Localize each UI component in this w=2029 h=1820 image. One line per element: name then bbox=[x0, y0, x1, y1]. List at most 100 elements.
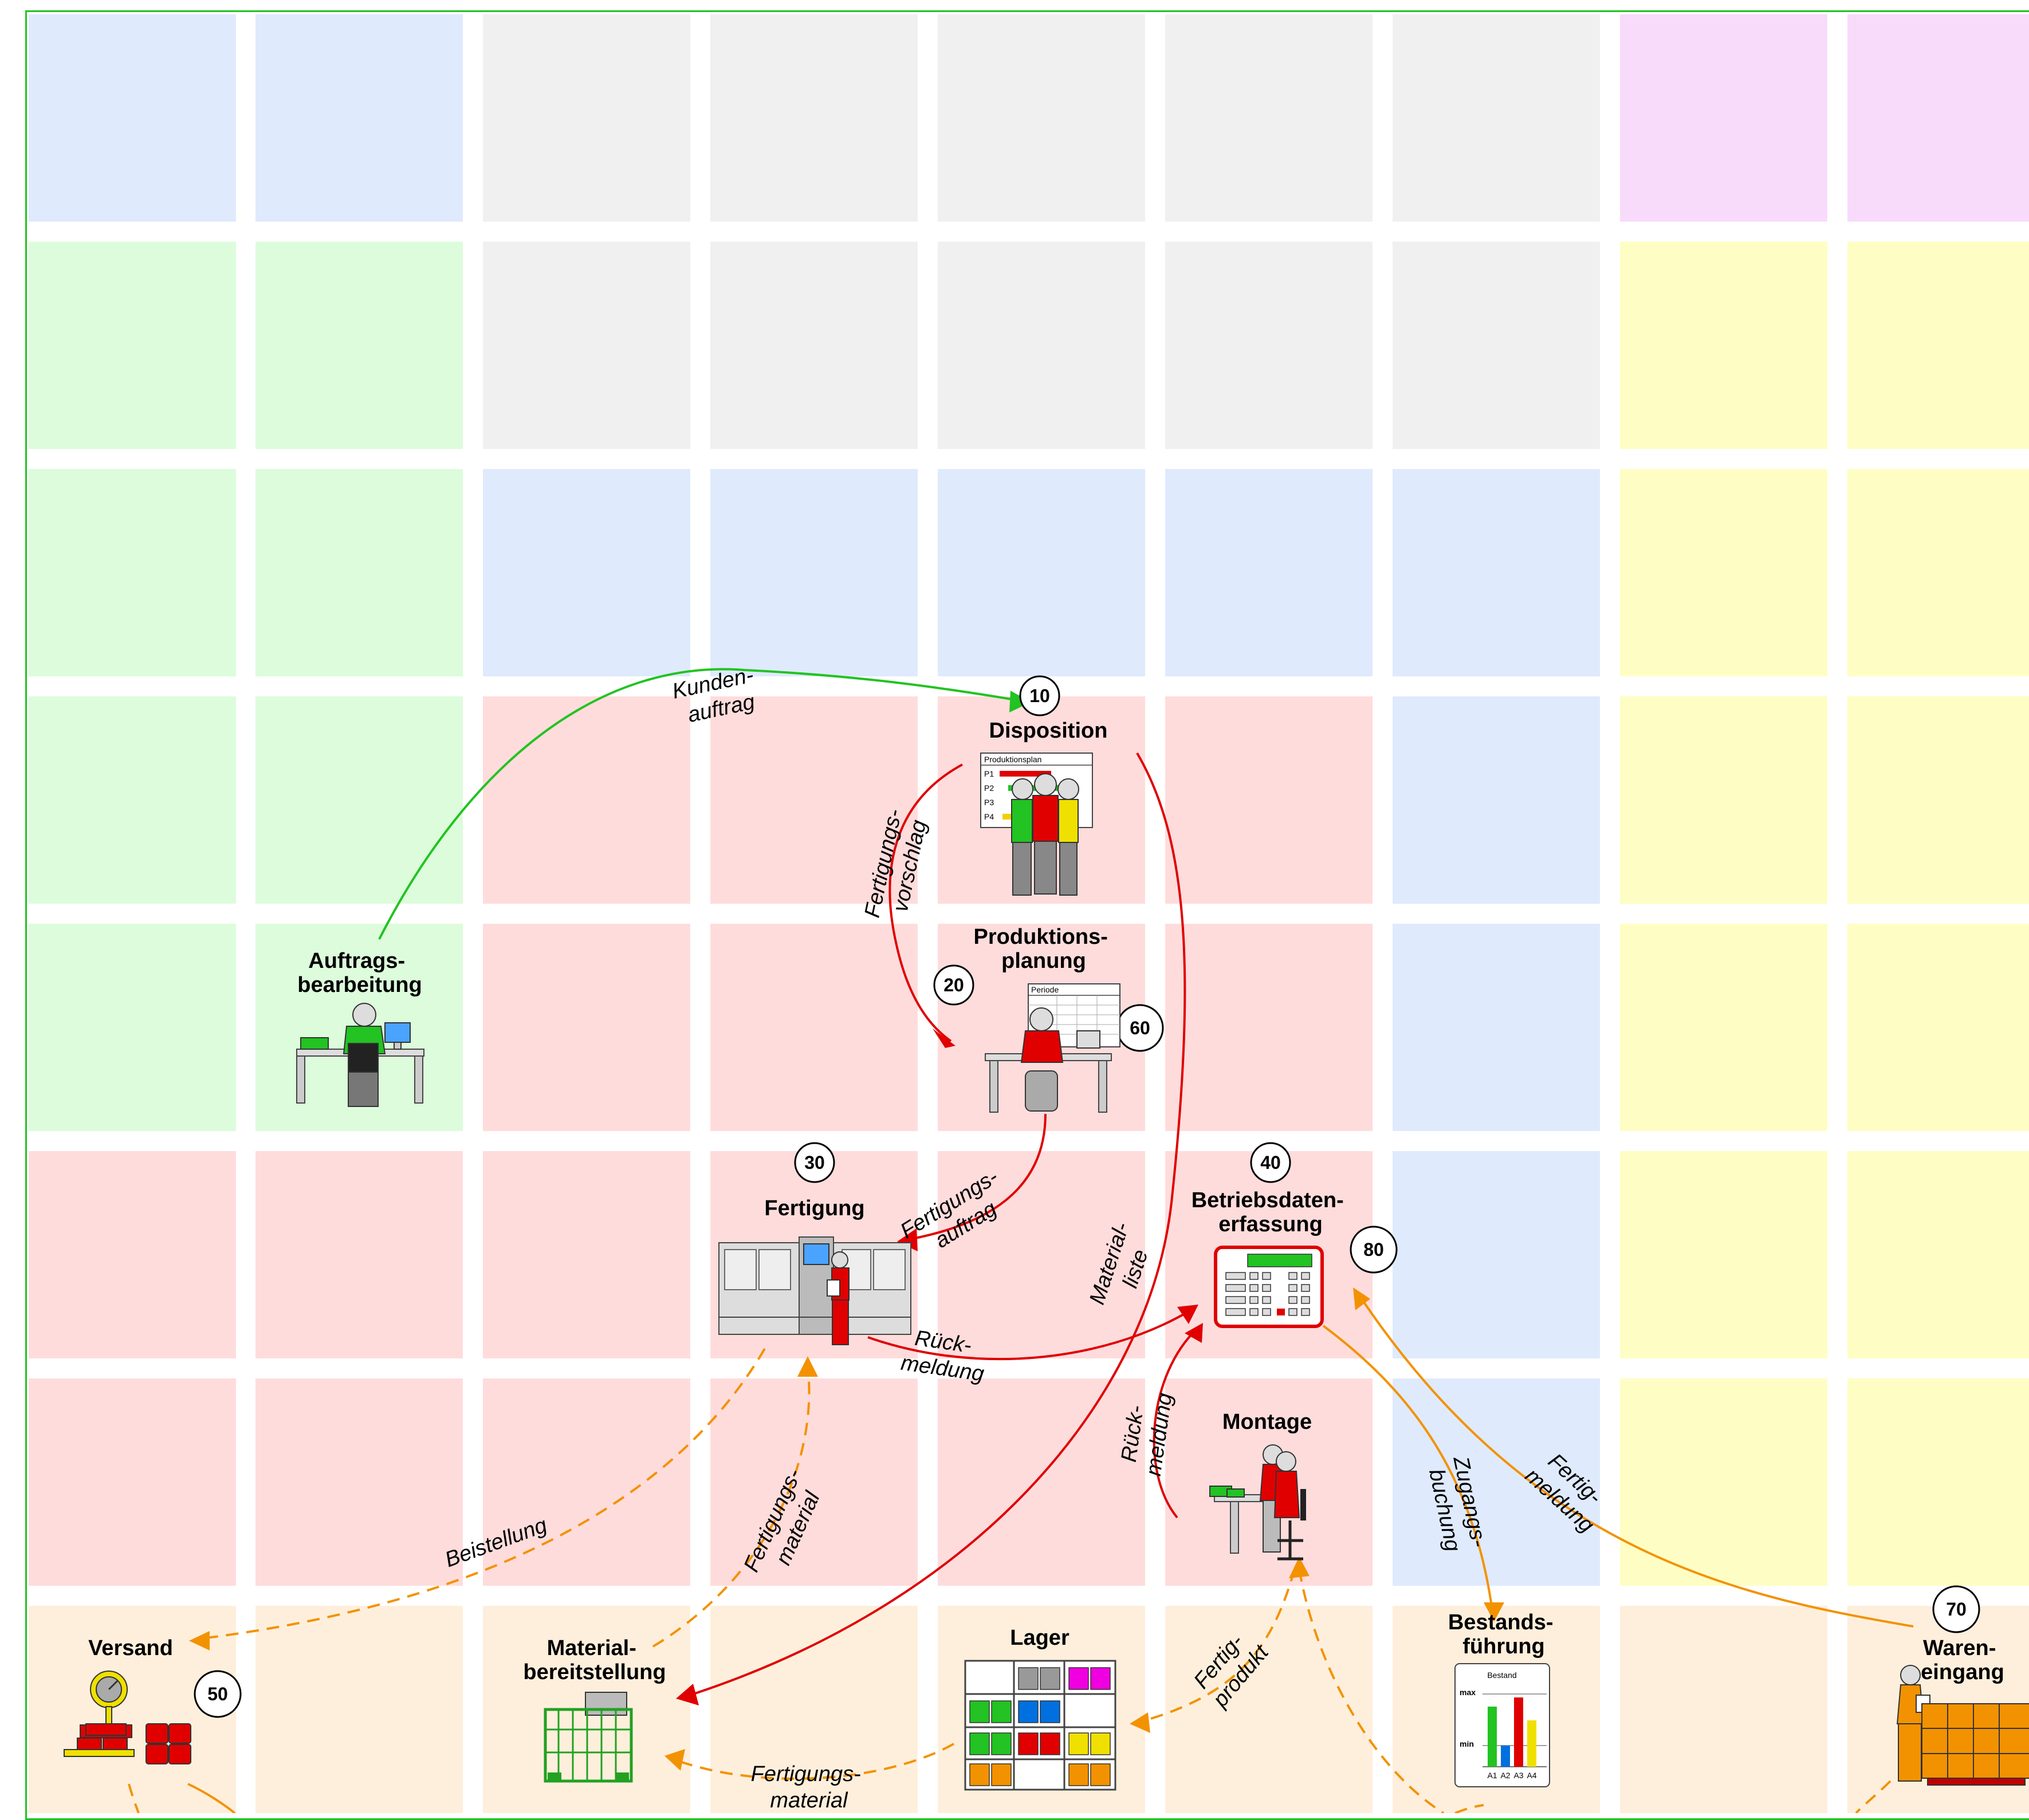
wire-cage-container-icon bbox=[544, 1692, 633, 1783]
grid-cell bbox=[255, 1606, 463, 1813]
arrowhead-fertigungsvorschlag bbox=[933, 1029, 955, 1048]
inventory-bar-label-a1: A1 bbox=[1487, 1771, 1497, 1780]
label-fertigung: Fertigung bbox=[764, 1196, 864, 1220]
grid-cell bbox=[483, 1378, 690, 1586]
grid-cell bbox=[255, 14, 463, 222]
svg-text:P2: P2 bbox=[984, 783, 994, 793]
grid-cell bbox=[710, 924, 918, 1131]
badge-20-text: 20 bbox=[943, 975, 964, 995]
badge-60-text: 60 bbox=[1130, 1018, 1150, 1038]
arrow-montage-down bbox=[1298, 1569, 1445, 1814]
inventory-min-label: min bbox=[1460, 1739, 1474, 1748]
grid-cell bbox=[1165, 242, 1373, 449]
arrow-fertigprodukt bbox=[1137, 1569, 1296, 1724]
label-auftragsbearbeitung: Auftrags- bearbeitung bbox=[297, 949, 422, 997]
grid-cell bbox=[1847, 14, 2029, 222]
people-group-icon bbox=[1011, 773, 1079, 896]
inventory-bar-label-a4: A4 bbox=[1527, 1771, 1536, 1780]
badge-30-text: 30 bbox=[804, 1152, 825, 1173]
arrowhead-fertigungsmaterial-up bbox=[797, 1356, 818, 1377]
node-produktionsplanung: Produktions- planung 20 60 Periode bbox=[933, 925, 1164, 1113]
grid-cell bbox=[1847, 924, 2029, 1131]
grid-cell bbox=[255, 696, 463, 904]
node-montage: Montage bbox=[1209, 1410, 1312, 1561]
arrow-kundenauftrag bbox=[378, 668, 1016, 940]
label-montage: Montage bbox=[1222, 1410, 1312, 1434]
grid-cell bbox=[483, 242, 690, 449]
grid-cell bbox=[938, 14, 1145, 222]
badge-70 bbox=[1932, 1585, 1980, 1633]
terminal-icon bbox=[1214, 1246, 1324, 1328]
arrow-zugangsbuchung bbox=[1322, 1325, 1493, 1611]
label-disposition: Disposition bbox=[989, 719, 1108, 743]
node-auftragsbearbeitung: Auftrags- bearbeitung bbox=[296, 949, 424, 1107]
grid-cell bbox=[1620, 1151, 1827, 1358]
grid-cell bbox=[938, 1378, 1145, 1586]
grid-cell bbox=[29, 14, 236, 222]
grid-cell bbox=[29, 1378, 236, 1586]
svg-text:P3: P3 bbox=[984, 798, 994, 807]
grid-cell bbox=[483, 924, 690, 1131]
grid-cell bbox=[483, 1151, 690, 1358]
grid-cell bbox=[1393, 469, 1600, 676]
grid-cell bbox=[1847, 1378, 2029, 1586]
arrow-fertigungsmaterial-up bbox=[652, 1365, 811, 1648]
label-versand: Versand bbox=[88, 1636, 173, 1660]
badge-10 bbox=[1019, 675, 1060, 716]
arrowhead-rueckmeldung-fertigung bbox=[1177, 1305, 1198, 1324]
diagram-frame bbox=[25, 10, 2029, 1820]
inventory-chart-title: Bestand bbox=[1487, 1671, 1516, 1680]
label-bestandsfuehrung: Bestands- führung bbox=[1448, 1610, 1559, 1659]
grid-cell bbox=[1847, 1151, 2029, 1358]
grid-cell bbox=[1393, 14, 1600, 222]
grid-cell bbox=[710, 1378, 918, 1586]
grid-cell bbox=[29, 924, 236, 1131]
grid-cell bbox=[1620, 1606, 1827, 1813]
svg-text:P4: P4 bbox=[984, 812, 994, 821]
grid-cell bbox=[255, 242, 463, 449]
node-versand: Versand 50 bbox=[64, 1636, 242, 1764]
grid-cell bbox=[938, 242, 1145, 449]
grid-cell bbox=[1847, 242, 2029, 449]
label-betriebsdatenerfassung: Betriebsdaten- erfassung bbox=[1192, 1188, 1350, 1236]
grid-cell bbox=[483, 696, 690, 904]
grid-cell bbox=[1165, 924, 1373, 1131]
arrow-fertigungsmaterial-lager bbox=[670, 1743, 954, 1780]
grid-cell bbox=[938, 1151, 1145, 1358]
production-machine-icon bbox=[718, 1236, 911, 1345]
badge-30 bbox=[794, 1142, 835, 1183]
arrow-rueckmeldung-montage bbox=[1153, 1327, 1198, 1519]
svg-text:P1: P1 bbox=[984, 769, 994, 778]
grid-cell bbox=[938, 469, 1145, 676]
grid-cell bbox=[710, 696, 918, 904]
badge-50-text: 50 bbox=[207, 1684, 228, 1704]
grid-cell bbox=[255, 1378, 463, 1586]
arrow-beistellung bbox=[197, 1348, 766, 1640]
grid-cell bbox=[1620, 696, 1827, 904]
arrow-versand-bottom-a bbox=[128, 1783, 140, 1814]
arrowhead-materialliste bbox=[676, 1684, 699, 1705]
node-disposition: 10 Disposition Produktionsplan P1 P2 P3 … bbox=[980, 675, 1108, 896]
grid-cell bbox=[1620, 924, 1827, 1131]
grid-cell bbox=[1620, 469, 1827, 676]
grid-cell bbox=[29, 469, 236, 676]
arrow-rueckmeldung-fertigung bbox=[867, 1310, 1190, 1361]
grid-cell bbox=[483, 14, 690, 222]
arrowhead-fertigungsmaterial-lager bbox=[664, 1749, 685, 1771]
badge-40 bbox=[1250, 1142, 1291, 1183]
arrowhead-fertigprodukt bbox=[1130, 1712, 1150, 1733]
badge-20 bbox=[933, 964, 974, 1006]
node-betriebsdatenerfassung: 40 Betriebsdaten- erfassung 80 bbox=[1192, 1142, 1398, 1328]
scale-with-packages-icon bbox=[64, 1671, 191, 1764]
planning-board-rows: P1 P2 P3 P4 bbox=[984, 769, 994, 821]
node-fertigung: 30 Fertigung bbox=[718, 1142, 911, 1345]
arrow-materialliste bbox=[686, 752, 1186, 1697]
arrow-fertigungsvorschlag bbox=[888, 763, 963, 1042]
badge-10-text: 10 bbox=[1029, 686, 1050, 706]
flow-labels: Kunden- auftrag Fertigungs- vorschlag Fe… bbox=[442, 663, 1606, 1813]
inventory-chart-icon: Bestand max min A1 A2 A3 A4 bbox=[1454, 1663, 1550, 1787]
grid-cell bbox=[29, 1151, 236, 1358]
node-wareneingang: 70 Waren- eingang bbox=[1896, 1585, 2029, 1786]
arrowhead-montage-up bbox=[1289, 1557, 1310, 1578]
